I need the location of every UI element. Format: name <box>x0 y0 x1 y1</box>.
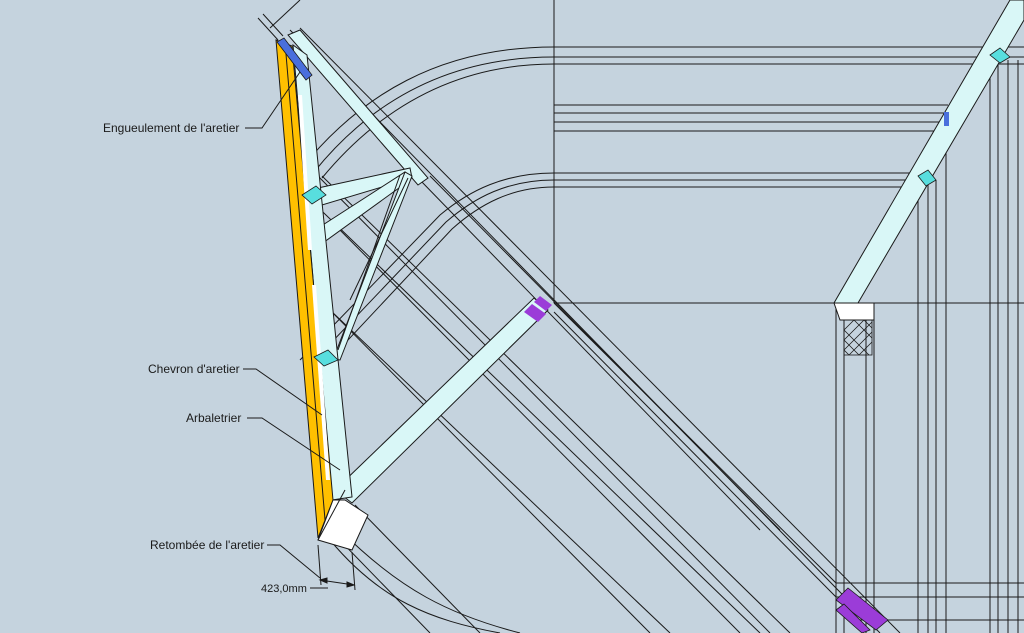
dimension-value: 423,0mm <box>261 583 307 595</box>
bottom-purple-markers <box>835 587 889 633</box>
label-engueulement: Engueulement de l'aretier <box>103 121 239 135</box>
hip-rafter <box>257 0 369 551</box>
frame-lines <box>553 0 1024 633</box>
upper-brace <box>287 29 429 186</box>
diagonal-strut <box>334 296 552 504</box>
right-hip-member <box>833 0 1024 356</box>
label-retombee: Retombée de l'aretier <box>150 538 264 552</box>
label-chevron: Chevron d'aretier <box>148 362 240 376</box>
curved-rails <box>299 46 555 373</box>
leader-lines <box>243 71 341 579</box>
diagonal-rails <box>289 27 901 633</box>
dimension <box>310 544 356 591</box>
label-arbaletrier: Arbaletrier <box>186 411 241 425</box>
